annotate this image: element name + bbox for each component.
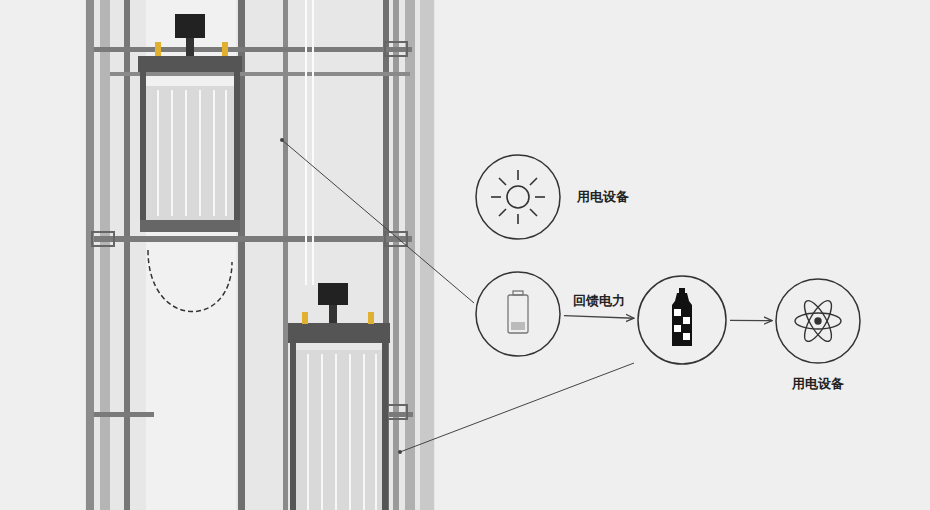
column <box>393 0 399 510</box>
sun-icon <box>491 170 545 224</box>
car-floor <box>140 220 240 232</box>
guide-rail <box>283 0 288 510</box>
rope <box>312 0 314 285</box>
bottle-icon <box>672 288 692 346</box>
bracket <box>385 42 407 56</box>
circle-outline <box>638 276 726 364</box>
car-body <box>296 350 382 510</box>
column <box>383 0 389 510</box>
beam <box>94 47 412 52</box>
car-frame <box>382 343 388 510</box>
leader-line <box>400 363 634 452</box>
bracket <box>92 232 114 246</box>
part <box>302 312 308 324</box>
machine-stem <box>186 38 194 58</box>
machine <box>318 283 348 305</box>
bracket <box>385 405 407 419</box>
circle-outline <box>776 279 860 363</box>
circle-outline <box>476 155 560 239</box>
beam <box>110 72 410 76</box>
part <box>222 42 228 56</box>
battery-icon <box>508 291 528 333</box>
shaft <box>85 0 435 510</box>
circle-outline <box>637 275 727 365</box>
atom-icon <box>795 297 841 345</box>
column <box>100 0 110 510</box>
circle-outline <box>475 271 561 357</box>
crosshead <box>138 56 242 72</box>
icon-circle: 用电设备 <box>775 278 861 364</box>
shaft-wall <box>146 0 236 510</box>
column <box>405 0 415 510</box>
circle-outline <box>476 272 560 356</box>
car-frame <box>290 343 296 510</box>
node-label: 用电设备 <box>577 189 629 205</box>
car-frame <box>234 72 240 232</box>
icon-circle <box>475 271 561 357</box>
guide-rail <box>124 0 130 510</box>
part <box>368 312 374 324</box>
part <box>155 42 161 56</box>
car-frame <box>140 72 146 232</box>
circle-outline <box>775 278 861 364</box>
beam <box>94 236 412 242</box>
car-ribs <box>158 90 226 216</box>
rope <box>305 0 307 285</box>
icon-circle <box>637 275 727 365</box>
circle-outline <box>475 154 561 240</box>
leader-line <box>282 140 474 303</box>
car-body <box>146 86 234 220</box>
icon-circle: 用电设备 <box>475 154 561 240</box>
edge-label: 回馈电力 <box>571 293 627 309</box>
car-ribs <box>308 354 376 510</box>
beam <box>94 412 154 417</box>
crosshead <box>288 323 390 343</box>
flow-arrow <box>564 316 634 319</box>
column <box>420 0 434 510</box>
column <box>86 0 94 510</box>
travel-cable <box>148 250 232 312</box>
machine-stem <box>329 305 337 323</box>
node-label: 用电设备 <box>792 376 844 392</box>
flow-arrow <box>730 320 772 322</box>
machine <box>175 14 205 38</box>
